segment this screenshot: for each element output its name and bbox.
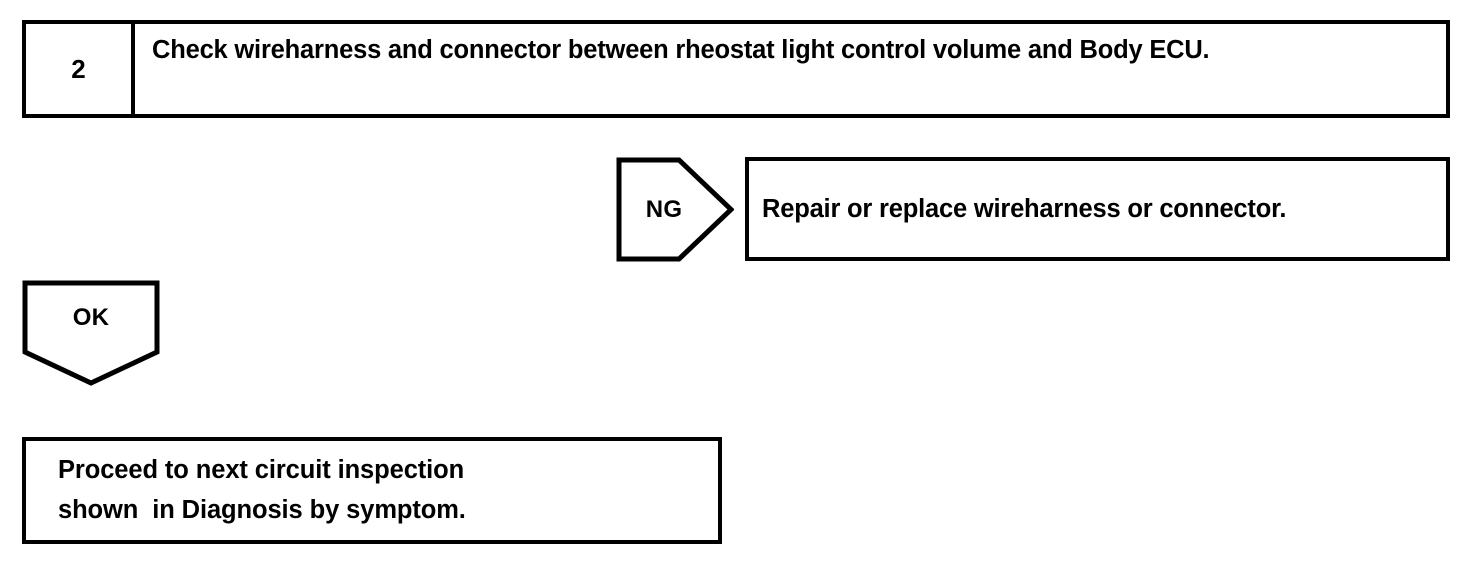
ok-pentagon-icon — [22, 280, 160, 386]
ng-result-box: Repair or replace wireharness or connect… — [745, 157, 1450, 261]
ng-pentagon-icon — [616, 157, 734, 262]
step-number-cell: 2 — [26, 24, 135, 114]
step-instruction-cell: Check wireharness and connector between … — [135, 24, 1446, 114]
outcome-line-1: Proceed to next circuit inspection — [58, 455, 465, 484]
ok-branch-tag: OK — [22, 280, 160, 386]
step-number: 2 — [71, 54, 86, 84]
ng-result-text: Repair or replace wireharness or connect… — [762, 194, 1287, 223]
ok-branch-label: OK — [72, 304, 110, 331]
ng-branch-tag: NG — [616, 157, 734, 262]
step-instruction-text: Check wireharness and connector between … — [152, 36, 1210, 64]
ng-branch-label: NG — [645, 195, 683, 223]
outcome-line-2: shown in Diagnosis by symptom. — [58, 495, 466, 524]
step-box: 2 Check wireharness and connector betwee… — [22, 20, 1450, 118]
outcome-box: Proceed to next circuit inspection shown… — [22, 437, 722, 544]
